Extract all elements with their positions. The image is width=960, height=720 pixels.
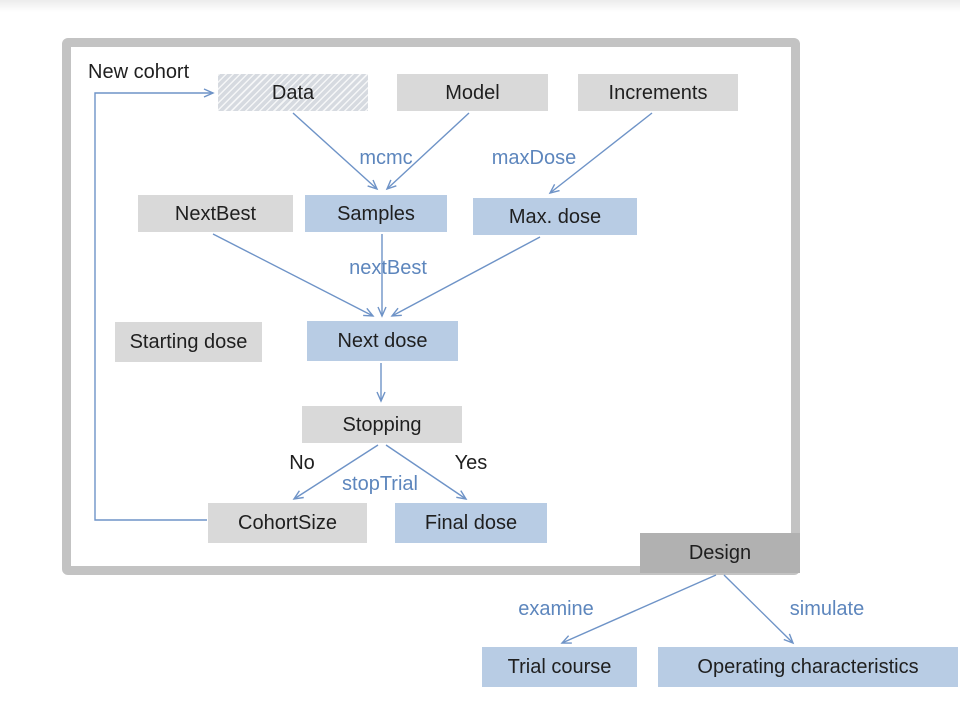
node-operating-characteristics: Operating characteristics	[658, 647, 958, 687]
edge-label-nextbest: nextBest	[349, 257, 427, 279]
edge-label-simulate: simulate	[789, 598, 865, 620]
workflow-frame	[62, 38, 800, 575]
edge-label-yes: Yes	[454, 452, 488, 474]
node-maxdose: Max. dose	[473, 198, 637, 235]
node-stopping: Stopping	[302, 406, 462, 443]
edge-label-mcmc: mcmc	[359, 147, 413, 169]
node-samples: Samples	[305, 195, 447, 232]
edge-design-operchar	[723, 574, 795, 645]
node-finaldose: Final dose	[395, 503, 547, 543]
edge-label-stoptrial: stopTrial	[342, 473, 418, 495]
node-nextbest: NextBest	[138, 195, 293, 232]
edge-label-examine: examine	[518, 598, 594, 620]
page-top-fade	[0, 0, 960, 12]
edge-label-no: No	[289, 452, 315, 474]
node-cohortsize: CohortSize	[208, 503, 367, 543]
node-design: Design	[640, 533, 800, 573]
new-cohort-label: New cohort	[88, 61, 190, 83]
node-nextdose: Next dose	[307, 321, 458, 361]
edge-label-maxdose: maxDose	[491, 147, 577, 169]
node-model: Model	[397, 74, 548, 111]
node-increments: Increments	[578, 74, 738, 111]
node-trialcourse: Trial course	[482, 647, 637, 687]
node-data: Data	[218, 74, 368, 111]
node-startingdose: Starting dose	[115, 322, 262, 362]
